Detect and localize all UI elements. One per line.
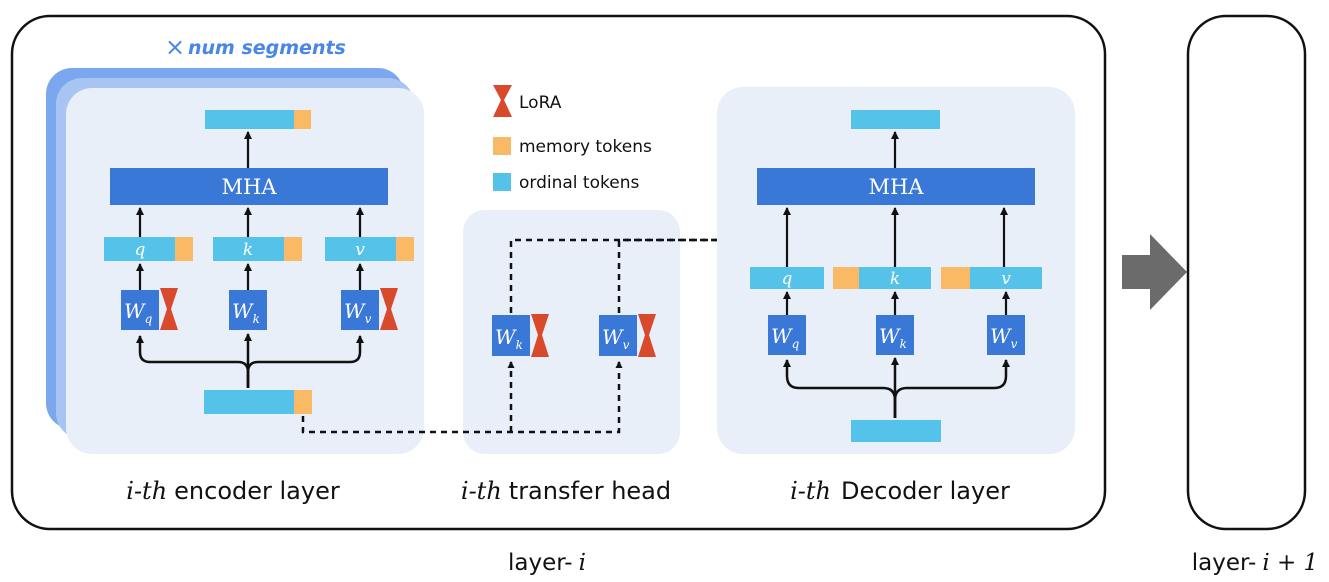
decoder-k-label: k: [890, 269, 900, 289]
layer-next-frame: [1186, 14, 1307, 531]
decoder-wq-block: [768, 315, 806, 355]
encoder-k-memory: [284, 237, 302, 261]
layer-next-label: layer-i + 1: [1192, 550, 1318, 576]
decoder-q-ordinal: [750, 267, 824, 289]
transfer-panel: [463, 210, 680, 454]
transfer-head: Wk Wv: [463, 210, 680, 454]
encoder-v-ordinal: [325, 237, 396, 261]
encoder-q-ordinal: [104, 237, 175, 261]
legend-ordinal-label: ordinal tokens: [519, 173, 639, 193]
next-layer-arrow: [1122, 234, 1187, 310]
legend-lora-label: LoRA: [519, 93, 562, 113]
transfer-wk-block: [492, 315, 530, 356]
decoder-input-ordinal: [851, 420, 941, 442]
segments-label: num segments: [188, 37, 346, 59]
legend-lora-icon: [493, 85, 512, 117]
transfer-wk-lora-icon: [531, 314, 549, 357]
transfer-wv-lora-icon: [638, 314, 656, 357]
transfer-wv-block: [599, 315, 637, 356]
decoder-wq-label: Wq: [771, 324, 800, 351]
encoder-mha-block: [110, 168, 388, 205]
encoder-wq-lora-icon: [160, 288, 178, 330]
decoder-k-ordinal: [859, 267, 931, 289]
encoder-v-memory: [396, 237, 414, 261]
transfer-wv-label: Wv: [602, 325, 630, 352]
decoder-mha-label: MHA: [869, 175, 925, 199]
decoder-wk-label: Wk: [879, 324, 907, 351]
transfer-wk-label: Wk: [495, 325, 523, 352]
encoder-v-label: v: [355, 240, 365, 260]
segments-symbol: ×: [165, 33, 185, 61]
decoder-wv-block: [987, 315, 1025, 355]
encoder-wq-label: Wq: [124, 299, 153, 326]
decoder-k-memory: [833, 267, 859, 289]
encoder-wv-block: [341, 290, 379, 330]
encoder-layer: × num segments MHA q k v Wq: [46, 33, 424, 454]
legend-memory-swatch: [493, 137, 511, 155]
encoder-wv-label: Wv: [344, 299, 372, 326]
encoder-wv-lora-icon: [380, 288, 398, 330]
encoder-q-label: q: [135, 240, 146, 260]
layer-i-label: layer-i: [508, 550, 586, 576]
decoder-layer: MHA q k v Wq Wk Wv: [717, 87, 1075, 454]
encoder-k-ordinal: [213, 237, 284, 261]
decoder-v-memory: [941, 267, 970, 289]
encoder-wk-label: Wk: [232, 299, 260, 326]
decoder-q-label: q: [782, 269, 793, 289]
legend-ordinal-swatch: [493, 173, 511, 191]
encoder-input-ordinal: [204, 390, 294, 414]
decoder-v-label: v: [1001, 269, 1011, 289]
decoder-v-ordinal: [970, 267, 1042, 289]
decoder-wk-block: [876, 315, 914, 355]
encoder-output-ordinal: [205, 110, 294, 129]
encoder-input-memory: [294, 390, 312, 414]
decoder-output-ordinal: [851, 110, 940, 129]
encoder-wq-block: [121, 290, 159, 330]
decoder-mha-block: [757, 168, 1035, 205]
legend-memory-label: memory tokens: [519, 137, 652, 157]
legend: LoRA memory tokens ordinal tokens: [493, 85, 652, 193]
encoder-k-label: k: [243, 240, 253, 260]
encoder-mha-label: MHA: [222, 175, 278, 199]
decoder-wv-label: Wv: [990, 324, 1018, 351]
encoder-wk-block: [229, 290, 267, 330]
encoder-output-memory: [294, 110, 311, 129]
encoder-q-memory: [175, 237, 193, 261]
